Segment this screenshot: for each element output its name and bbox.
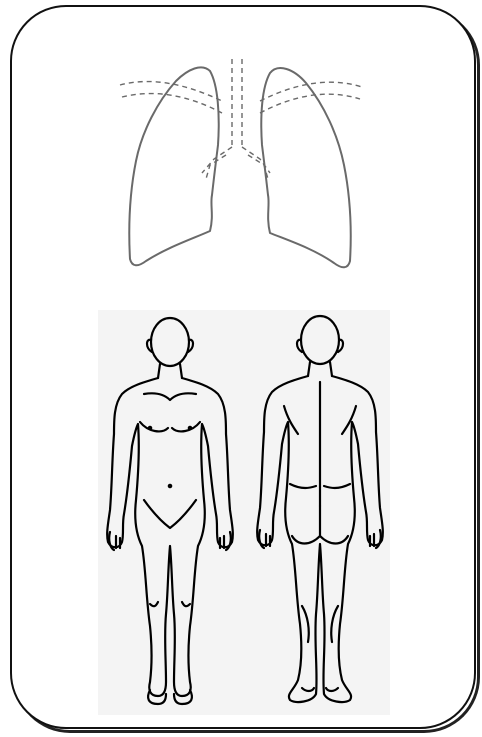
human-body-front-back-icon — [98, 310, 390, 715]
front-right-pec — [172, 422, 200, 431]
back-left-heel — [302, 688, 314, 691]
front-right-nipple — [189, 427, 191, 429]
front-left-pec — [140, 422, 168, 431]
body-front-view — [107, 318, 233, 704]
left-fissure-upper — [120, 82, 222, 101]
body-back-view — [257, 316, 383, 702]
body-map-panel — [98, 310, 390, 715]
right-fissure-lower — [260, 94, 360, 113]
back-left-calf — [302, 606, 309, 642]
lungs-outline-icon — [110, 55, 370, 275]
left-lung — [129, 67, 218, 265]
front-groin — [144, 500, 196, 528]
front-body-outline — [107, 378, 233, 696]
back-buttocks — [292, 536, 348, 544]
front-head — [151, 318, 189, 366]
back-right-heel — [326, 688, 338, 691]
front-left-knee — [150, 602, 158, 606]
back-right-calf — [331, 606, 338, 642]
front-left-nipple — [149, 427, 151, 429]
right-fissure-upper — [260, 82, 362, 101]
back-head — [301, 316, 339, 364]
left-fissure-lower — [122, 94, 222, 113]
right-lung — [261, 68, 350, 267]
front-navel — [169, 485, 171, 487]
front-right-knee — [182, 602, 190, 606]
front-collarbones — [144, 393, 196, 400]
